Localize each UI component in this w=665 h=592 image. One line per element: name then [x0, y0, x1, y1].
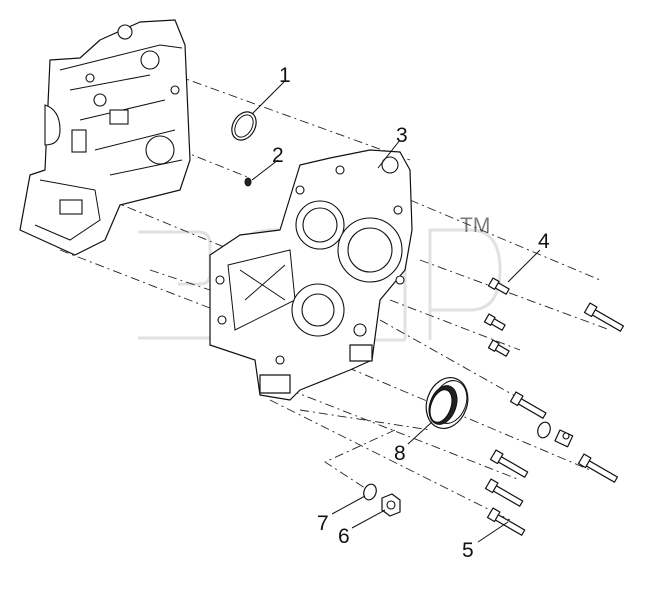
bolt	[484, 478, 524, 507]
callout-1: 1	[279, 64, 291, 87]
leader-1	[251, 81, 285, 115]
callout-4: 4	[538, 230, 550, 253]
leader-5	[477, 521, 509, 543]
callout-6: 6	[338, 525, 350, 548]
callout-3: 3	[396, 124, 408, 147]
bolts	[483, 277, 625, 536]
callout-7: 7	[317, 512, 329, 535]
bolt	[489, 449, 529, 478]
leader-7	[331, 495, 366, 515]
bolt	[583, 302, 625, 332]
engine-block	[19, 19, 191, 256]
drain-plug	[363, 483, 401, 517]
callout-2: 2	[272, 144, 284, 167]
short-bolt	[483, 313, 506, 331]
bolt	[577, 453, 619, 483]
callout-5: 5	[462, 539, 474, 562]
watermark-trademark: TM	[460, 214, 490, 237]
leader-2	[251, 159, 279, 181]
callout-labels: 1 2 3 4 5 6 7 8	[272, 64, 550, 562]
leader-4	[507, 249, 541, 283]
crankshaft-seal	[425, 377, 469, 429]
sealing-washer	[363, 483, 377, 501]
bolt	[509, 391, 547, 419]
short-bolt	[487, 277, 510, 295]
bolt	[486, 507, 526, 536]
leader-3	[377, 139, 401, 169]
o-ring-large	[231, 111, 257, 141]
washer-plug	[537, 421, 574, 448]
callout-8: 8	[394, 442, 406, 465]
leader-6	[351, 509, 386, 529]
short-bolt	[487, 339, 510, 357]
timing-cover	[209, 149, 413, 401]
leader-lines	[251, 81, 541, 543]
o-ring-small	[244, 177, 252, 187]
leader-8	[407, 421, 433, 445]
